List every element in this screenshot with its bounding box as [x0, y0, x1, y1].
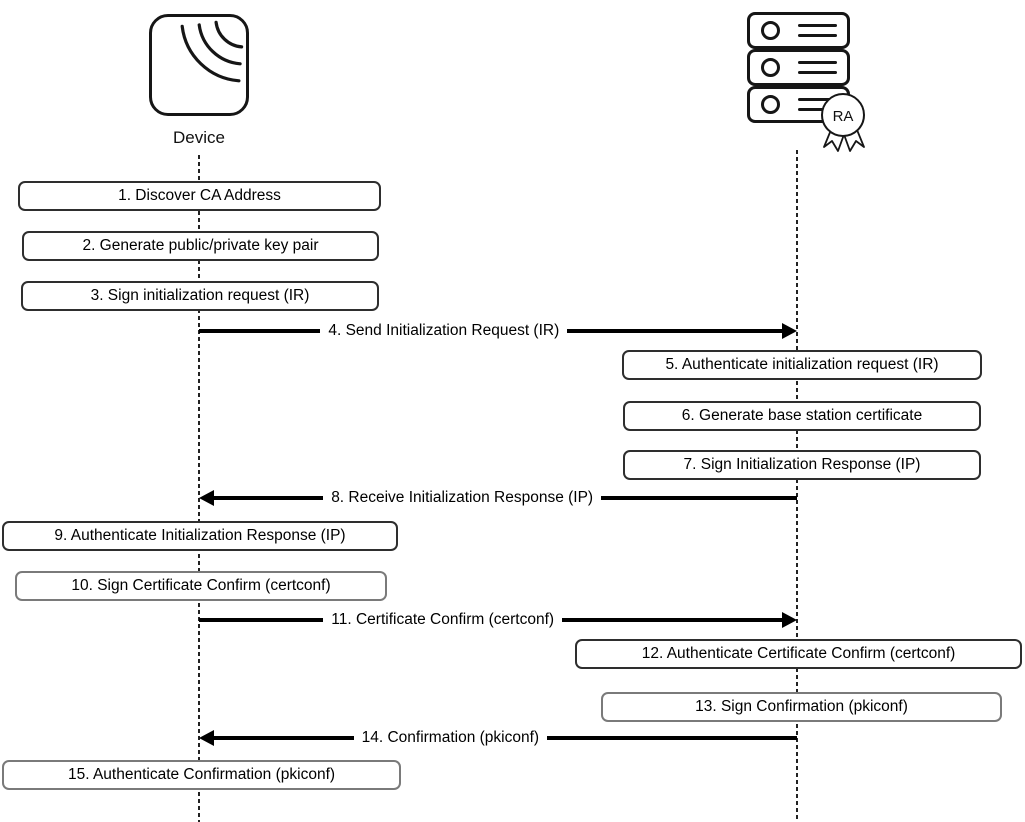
arrowhead-left-icon — [199, 490, 214, 506]
arrow-line — [567, 329, 783, 333]
arrow-line — [213, 736, 354, 740]
wifi-waves-icon — [180, 20, 244, 83]
device-actor-label: Device — [173, 128, 225, 147]
step-box-10: 10. Sign Certificate Confirm (certconf) — [15, 571, 387, 601]
arrow-label: 11. Certificate Confirm (certconf) — [331, 611, 555, 628]
message-arrow-4: 4. Send Initialization Request (IR) — [199, 322, 797, 340]
step-box-7: 7. Sign Initialization Response (IP) — [623, 450, 981, 480]
arrowhead-left-icon — [199, 730, 214, 746]
step-box-12: 12. Authenticate Certificate Confirm (ce… — [575, 639, 1022, 669]
server-vents-icon — [798, 98, 837, 111]
wireless-device-icon — [149, 14, 249, 116]
server-unit — [747, 49, 850, 86]
server-vents-icon — [798, 61, 837, 74]
step-box-9: 9. Authenticate Initialization Response … — [2, 521, 398, 551]
arrowhead-right-icon — [782, 323, 797, 339]
server-vents-icon — [798, 24, 837, 37]
arrow-label: 4. Send Initialization Request (IR) — [328, 322, 560, 339]
arrow-label: 14. Confirmation (pkiconf) — [361, 729, 540, 746]
device-lifeline — [198, 155, 200, 822]
arrowhead-right-icon — [782, 612, 797, 628]
server-unit — [747, 12, 850, 49]
ra-lifeline — [796, 150, 798, 822]
arrow-line — [601, 496, 797, 500]
message-arrow-11: 11. Certificate Confirm (certconf) — [199, 611, 797, 629]
ra-certificate-badge-icon: RA — [821, 93, 865, 152]
step-box-13: 13. Sign Confirmation (pkiconf) — [601, 692, 1002, 722]
step-box-3: 3. Sign initialization request (IR) — [21, 281, 379, 311]
ra-badge-label: RA — [833, 108, 854, 125]
arrow-line — [547, 736, 797, 740]
arrow-label: 8. Receive Initialization Response (IP) — [331, 489, 594, 506]
server-led-icon — [761, 95, 780, 114]
server-led-icon — [761, 21, 780, 40]
server-led-icon — [761, 58, 780, 77]
arrow-line — [199, 618, 324, 622]
step-box-6: 6. Generate base station certificate — [623, 401, 981, 431]
step-box-5: 5. Authenticate initialization request (… — [622, 350, 982, 380]
arrow-line — [213, 496, 324, 500]
step-box-2: 2. Generate public/private key pair — [22, 231, 379, 261]
arrow-line — [562, 618, 783, 622]
step-box-15: 15. Authenticate Confirmation (pkiconf) — [2, 760, 401, 790]
step-box-1: 1. Discover CA Address — [18, 181, 381, 211]
message-arrow-14: 14. Confirmation (pkiconf) — [199, 729, 797, 747]
message-arrow-8: 8. Receive Initialization Response (IP) — [199, 489, 797, 507]
arrow-line — [199, 329, 321, 333]
